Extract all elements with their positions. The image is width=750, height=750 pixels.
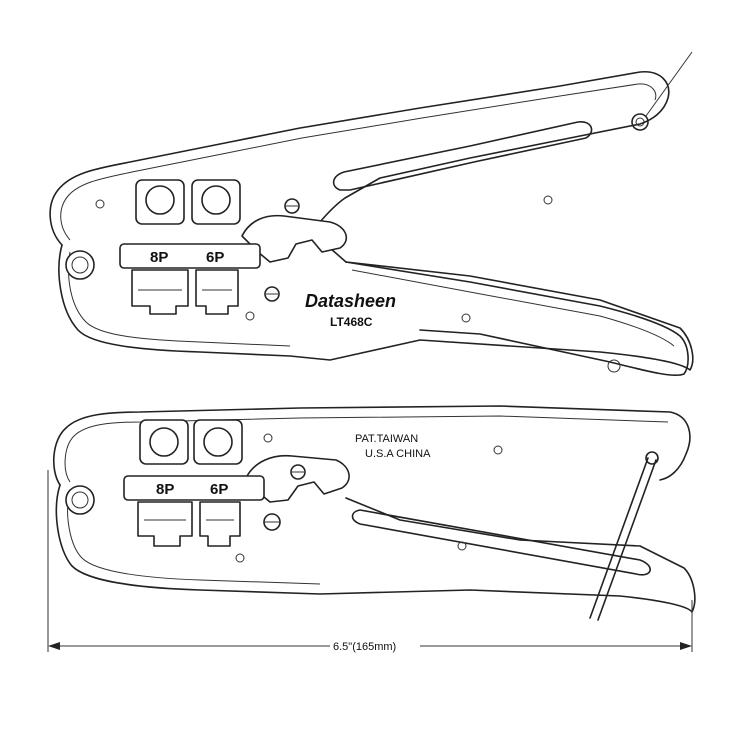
bottom-patent-line1: PAT.TAIWAN — [355, 433, 418, 445]
dimension-arrow-left — [48, 642, 60, 650]
bottom-label-6p: 6P — [210, 481, 228, 498]
top-spring-wire — [645, 51, 693, 117]
top-ratchet — [241, 214, 348, 263]
top-brand-label: Datasheen — [305, 291, 396, 311]
top-tool-view: 8P 6P Datasheen LT468C — [49, 51, 694, 377]
bottom-jack-6p — [199, 501, 241, 547]
top-jack-8p — [131, 269, 189, 315]
top-upper-handle — [49, 71, 670, 246]
top-upper-handle-slot — [332, 121, 593, 191]
bottom-die-window-6p — [193, 419, 243, 465]
bottom-port-block — [123, 475, 265, 501]
top-die-window-8p — [135, 179, 185, 225]
top-main-pivot — [65, 250, 95, 280]
bottom-tool-view: 8P 6P PAT.TAIWAN U.S.A CHINA — [52, 405, 696, 621]
top-screw — [264, 286, 280, 302]
dimension-label: 6.5"(165mm) — [333, 641, 396, 653]
top-upper-handle-inner — [60, 83, 657, 241]
top-lower-handle — [345, 261, 689, 377]
bottom-jack-8p — [137, 501, 193, 547]
top-model-label: LT468C — [330, 315, 373, 329]
bottom-pivot-right — [645, 451, 659, 465]
dimension-arrow-right — [680, 642, 692, 650]
bottom-lower-handle — [55, 484, 696, 613]
dimension-indicator: 6.5"(165mm) — [47, 470, 693, 653]
top-label-6p: 6P — [206, 249, 224, 266]
bottom-label-8p: 8P — [156, 481, 174, 498]
bottom-die-window-8p — [139, 419, 189, 465]
top-die-window-6p — [191, 179, 241, 225]
bottom-spring-wire — [597, 459, 657, 621]
bottom-main-pivot — [65, 485, 95, 515]
bottom-body-outline — [52, 405, 691, 486]
top-jack-6p — [195, 269, 239, 315]
top-label-8p: 8P — [150, 249, 168, 266]
top-spring-pivot — [631, 113, 649, 131]
bottom-patent-line2: U.S.A CHINA — [365, 448, 431, 460]
bottom-handle-slot — [351, 509, 651, 576]
top-head-body — [58, 231, 694, 371]
top-port-block — [119, 243, 261, 269]
